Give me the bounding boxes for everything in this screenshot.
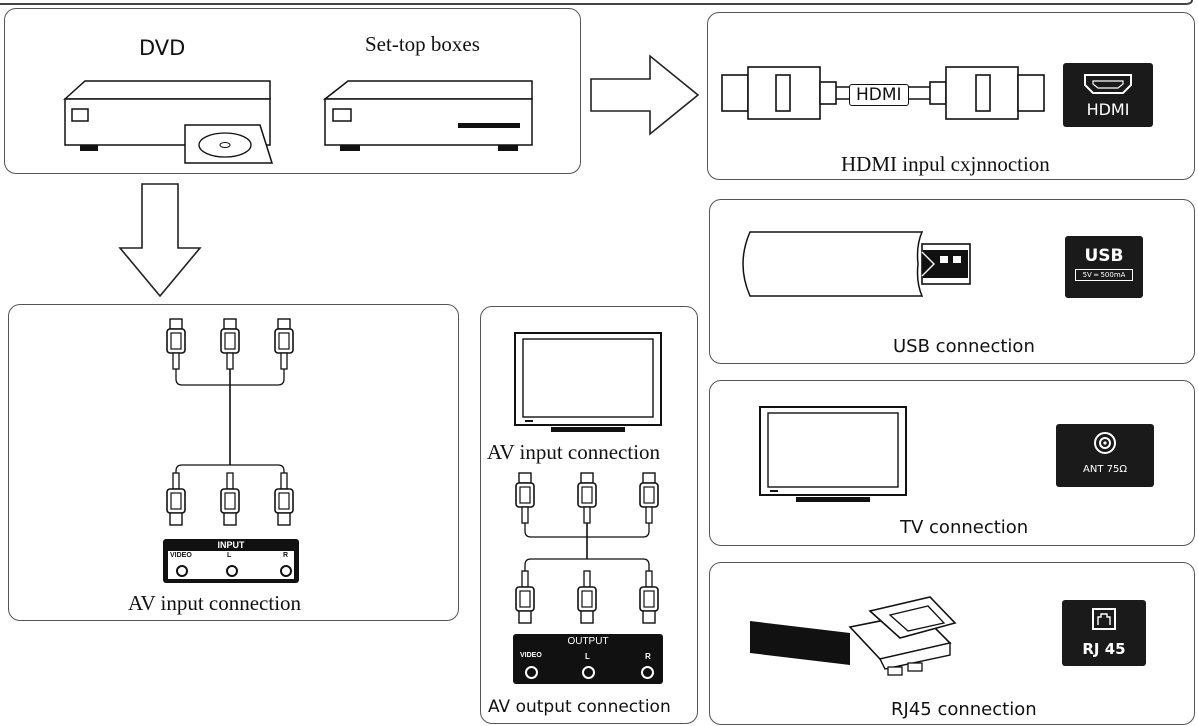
av-input-caption: AV input connection — [128, 591, 302, 615]
av-output-jack-l — [582, 666, 595, 679]
rj45-port-icon — [1092, 608, 1116, 630]
usb-badge-label: USB — [1084, 246, 1124, 266]
antenna-badge-label: ANT 75Ω — [1083, 464, 1127, 475]
av-input-port-video: VIDEO — [170, 552, 192, 559]
av-output-panel: AV input connection OUTPUT VIDEO L R AV … — [480, 306, 698, 724]
antenna-connector-icon — [1094, 432, 1116, 454]
hdmi-cable-icon — [721, 66, 1045, 120]
hdmi-panel: HDMI HDMI HDMI inpul cxjnnoction — [707, 12, 1195, 180]
av-output-caption: AV output connection — [488, 697, 671, 717]
av-input-panel-title: INPUT — [217, 540, 245, 550]
sources-panel: DVD Set-top boxes — [4, 8, 581, 174]
av-input-jack-video — [176, 565, 188, 577]
rca-cable-set-icon — [166, 318, 294, 526]
top-frame-line — [0, 0, 1193, 5]
usb-stick-icon — [742, 231, 971, 297]
rj45-port-badge: RJ 45 — [1062, 600, 1146, 666]
hdmi-badge-label: HDMI — [1086, 100, 1130, 119]
av-output-rca-cable-set-icon — [515, 472, 659, 624]
usb-badge-sub: 5V ═ 500mA — [1075, 269, 1133, 281]
hdmi-cable-label: HDMI — [849, 84, 909, 106]
av-input-panel: INPUT VIDEO L R AV input connection — [8, 304, 459, 621]
av-input-jack-r — [280, 565, 292, 577]
av-output-jack-panel: OUTPUT VIDEO L R — [513, 634, 663, 684]
set-top-box-icon — [322, 80, 533, 151]
usb-port-badge: USB 5V ═ 500mA — [1065, 236, 1143, 298]
hdmi-port-icon — [1084, 74, 1132, 94]
av-output-panel-title: OUTPUT — [567, 636, 609, 647]
tv-icon — [759, 406, 907, 502]
av-tv-icon — [514, 332, 662, 432]
rj45-caption: RJ45 connection — [891, 699, 1037, 720]
av-output-port-video: VIDEO — [520, 652, 542, 659]
av-input-port-l: L — [227, 552, 232, 559]
arrow-right-icon — [590, 54, 700, 136]
set-top-box-label: Set-top boxes — [365, 32, 480, 56]
usb-caption: USB connection — [893, 336, 1035, 357]
rj45-badge-label: RJ 45 — [1082, 640, 1126, 658]
av-output-port-l: L — [585, 652, 590, 661]
av-tv-caption: AV input connection — [487, 440, 661, 464]
av-input-port-r: R — [283, 552, 289, 559]
rj45-panel: RJ 45 RJ45 connection — [709, 562, 1195, 725]
dvd-label: DVD — [139, 36, 186, 60]
tv-caption: TV connection — [900, 517, 1029, 538]
av-output-jack-video — [525, 666, 538, 679]
dvd-player-icon — [63, 80, 274, 164]
hdmi-port-badge: HDMI — [1063, 63, 1153, 127]
antenna-port-badge: ANT 75Ω — [1056, 424, 1154, 487]
usb-panel: USB 5V ═ 500mA USB connection — [709, 199, 1195, 364]
av-output-jack-r — [641, 666, 654, 679]
rj45-cable-icon — [750, 596, 957, 676]
av-output-port-r: R — [645, 652, 651, 661]
hdmi-caption: HDMI inpul cxjnnoction — [841, 152, 1050, 176]
av-input-jack-panel: INPUT VIDEO L R — [163, 539, 299, 583]
tv-panel: ANT 75Ω TV connection — [709, 380, 1195, 546]
av-input-jack-l — [226, 565, 238, 577]
arrow-down-icon — [118, 183, 202, 298]
